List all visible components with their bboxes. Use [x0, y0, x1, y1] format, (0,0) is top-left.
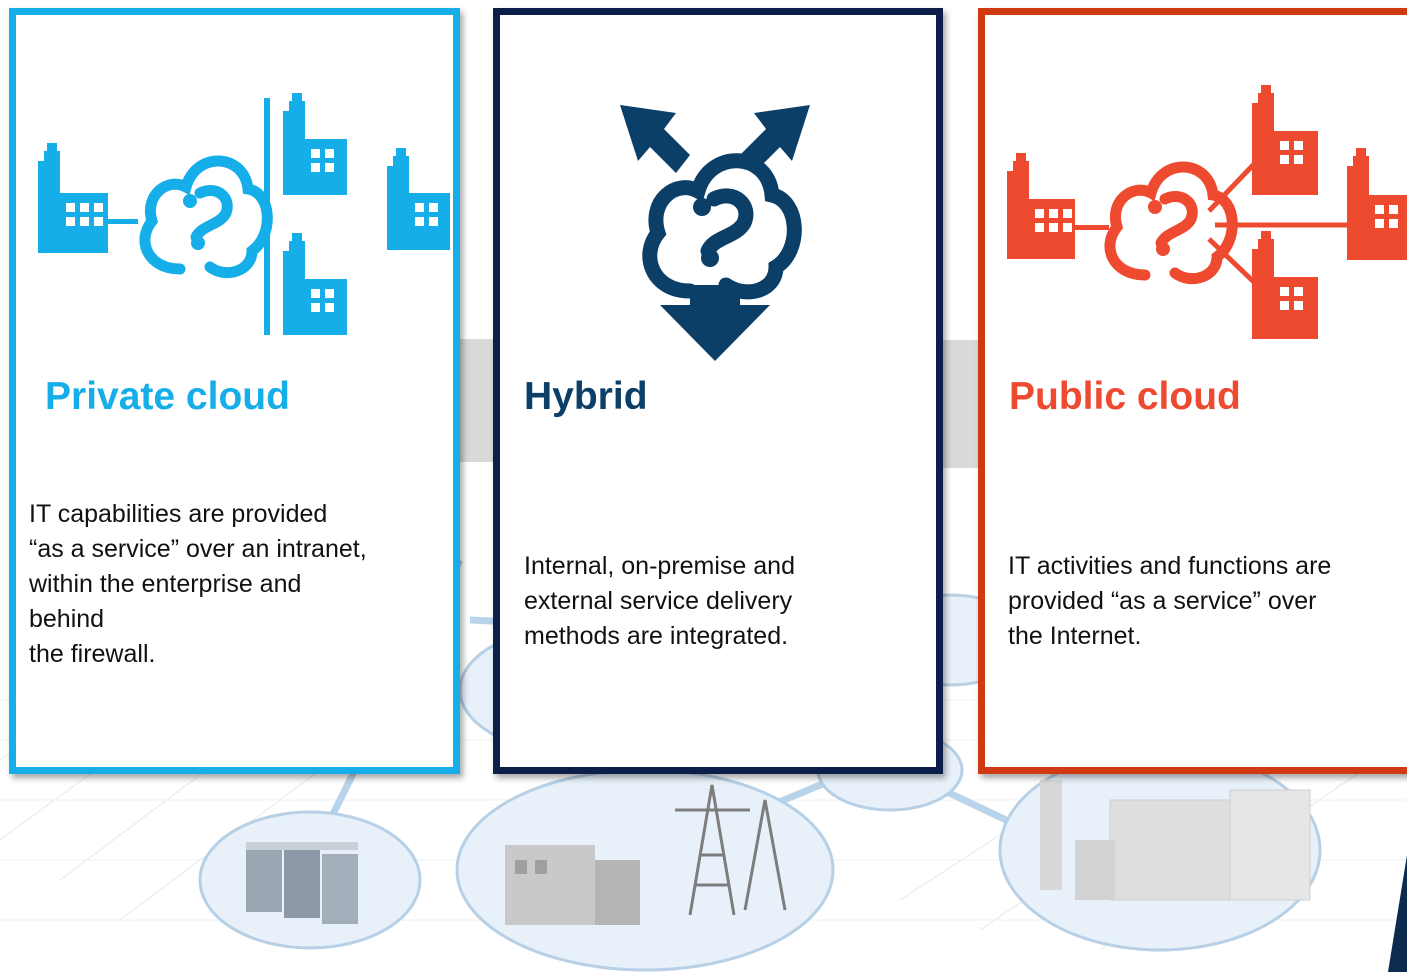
- substation-building-icon: [505, 845, 640, 925]
- private-cloud-icon: [38, 93, 450, 335]
- transmission-tower-icon: [675, 784, 787, 916]
- public-cloud-icon: [1007, 85, 1407, 339]
- hybrid-cloud-icon: [620, 105, 810, 361]
- private-cloud-panel: Private cloud IT capabilities are provid…: [9, 8, 460, 774]
- hybrid-description: Internal, on-premise and external servic…: [524, 552, 795, 650]
- private-cloud-title: Private cloud: [45, 375, 290, 418]
- corner-accent-shape: [1388, 855, 1407, 972]
- hybrid-title: Hybrid: [524, 375, 648, 418]
- private-cloud-description: IT capabilities are provided “as a servi…: [29, 500, 367, 668]
- public-cloud-description: IT activities and functions are provided…: [1008, 552, 1332, 650]
- hybrid-cloud-panel: Hybrid Internal, on-premise and external…: [493, 8, 943, 774]
- public-cloud-title: Public cloud: [1009, 375, 1241, 418]
- public-cloud-panel: Public cloud IT activities and functions…: [978, 8, 1407, 774]
- server-rack-icon: [246, 842, 358, 924]
- factory-icon: [1040, 780, 1311, 901]
